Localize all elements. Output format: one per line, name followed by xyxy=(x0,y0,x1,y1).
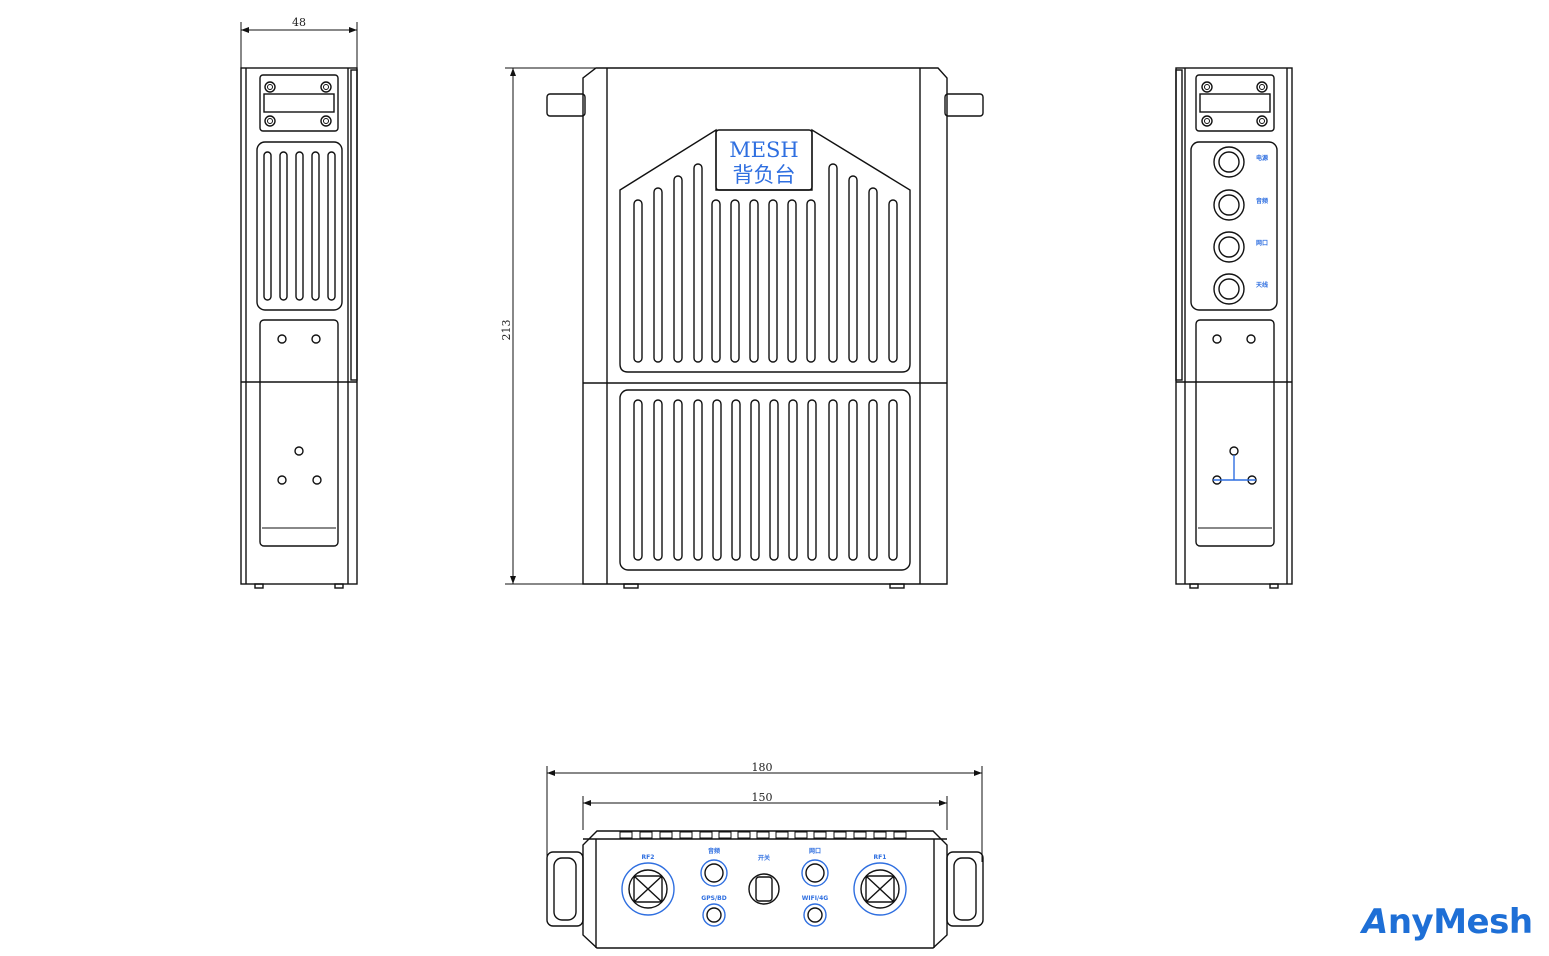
svg-text:开关: 开关 xyxy=(758,854,770,862)
svg-text:音频: 音频 xyxy=(1256,197,1268,205)
port-audio: 音频 xyxy=(700,847,728,887)
svg-text:RF2: RF2 xyxy=(642,854,655,861)
port-wifi-4g: WIFI/4G xyxy=(802,895,829,927)
dim-total-width: 180 xyxy=(752,761,773,774)
dim-body-width: 150 xyxy=(752,791,773,804)
side-port-network: 网口 xyxy=(1213,231,1268,263)
right-side-view: 电源 音频 网口 天线 xyxy=(1175,67,1293,589)
lower-vents xyxy=(633,399,898,561)
anymesh-logo: AnyMesh xyxy=(1362,902,1533,942)
logo-rest: nyMesh xyxy=(1387,902,1533,942)
svg-text:网口: 网口 xyxy=(1256,239,1268,247)
svg-text:RF1: RF1 xyxy=(874,854,887,861)
upper-vents xyxy=(633,163,898,363)
front-view: 213 MESH 背负台 xyxy=(500,67,984,589)
svg-text:WIFI/4G: WIFI/4G xyxy=(802,895,829,902)
dim-height: 213 xyxy=(500,320,513,341)
bottom-view: 180 150 xyxy=(546,761,984,949)
port-rf2: RF2 xyxy=(621,854,675,916)
front-label-brand: MESH xyxy=(729,138,799,162)
port-rf1: RF1 xyxy=(853,854,907,916)
front-label-product: 背负台 xyxy=(733,163,796,187)
side-port-power: 电源 xyxy=(1213,146,1268,178)
power-switch: 开关 xyxy=(748,854,780,905)
svg-text:天线: 天线 xyxy=(1256,281,1268,289)
side-port-antenna: 天线 xyxy=(1213,273,1268,305)
svg-text:电源: 电源 xyxy=(1256,154,1268,162)
svg-text:GPS/BD: GPS/BD xyxy=(701,895,726,902)
svg-text:网口: 网口 xyxy=(809,847,821,855)
port-gps-bd: GPS/BD xyxy=(701,895,727,927)
dim-side-width: 48 xyxy=(292,16,306,29)
left-side-view: 48 xyxy=(240,16,358,589)
svg-text:音频: 音频 xyxy=(708,847,720,855)
bottom-vent-ribs xyxy=(619,831,907,839)
side-port-audio: 音频 xyxy=(1213,189,1268,221)
logo-first-letter: A xyxy=(1362,902,1388,942)
port-network: 网口 xyxy=(801,847,829,887)
